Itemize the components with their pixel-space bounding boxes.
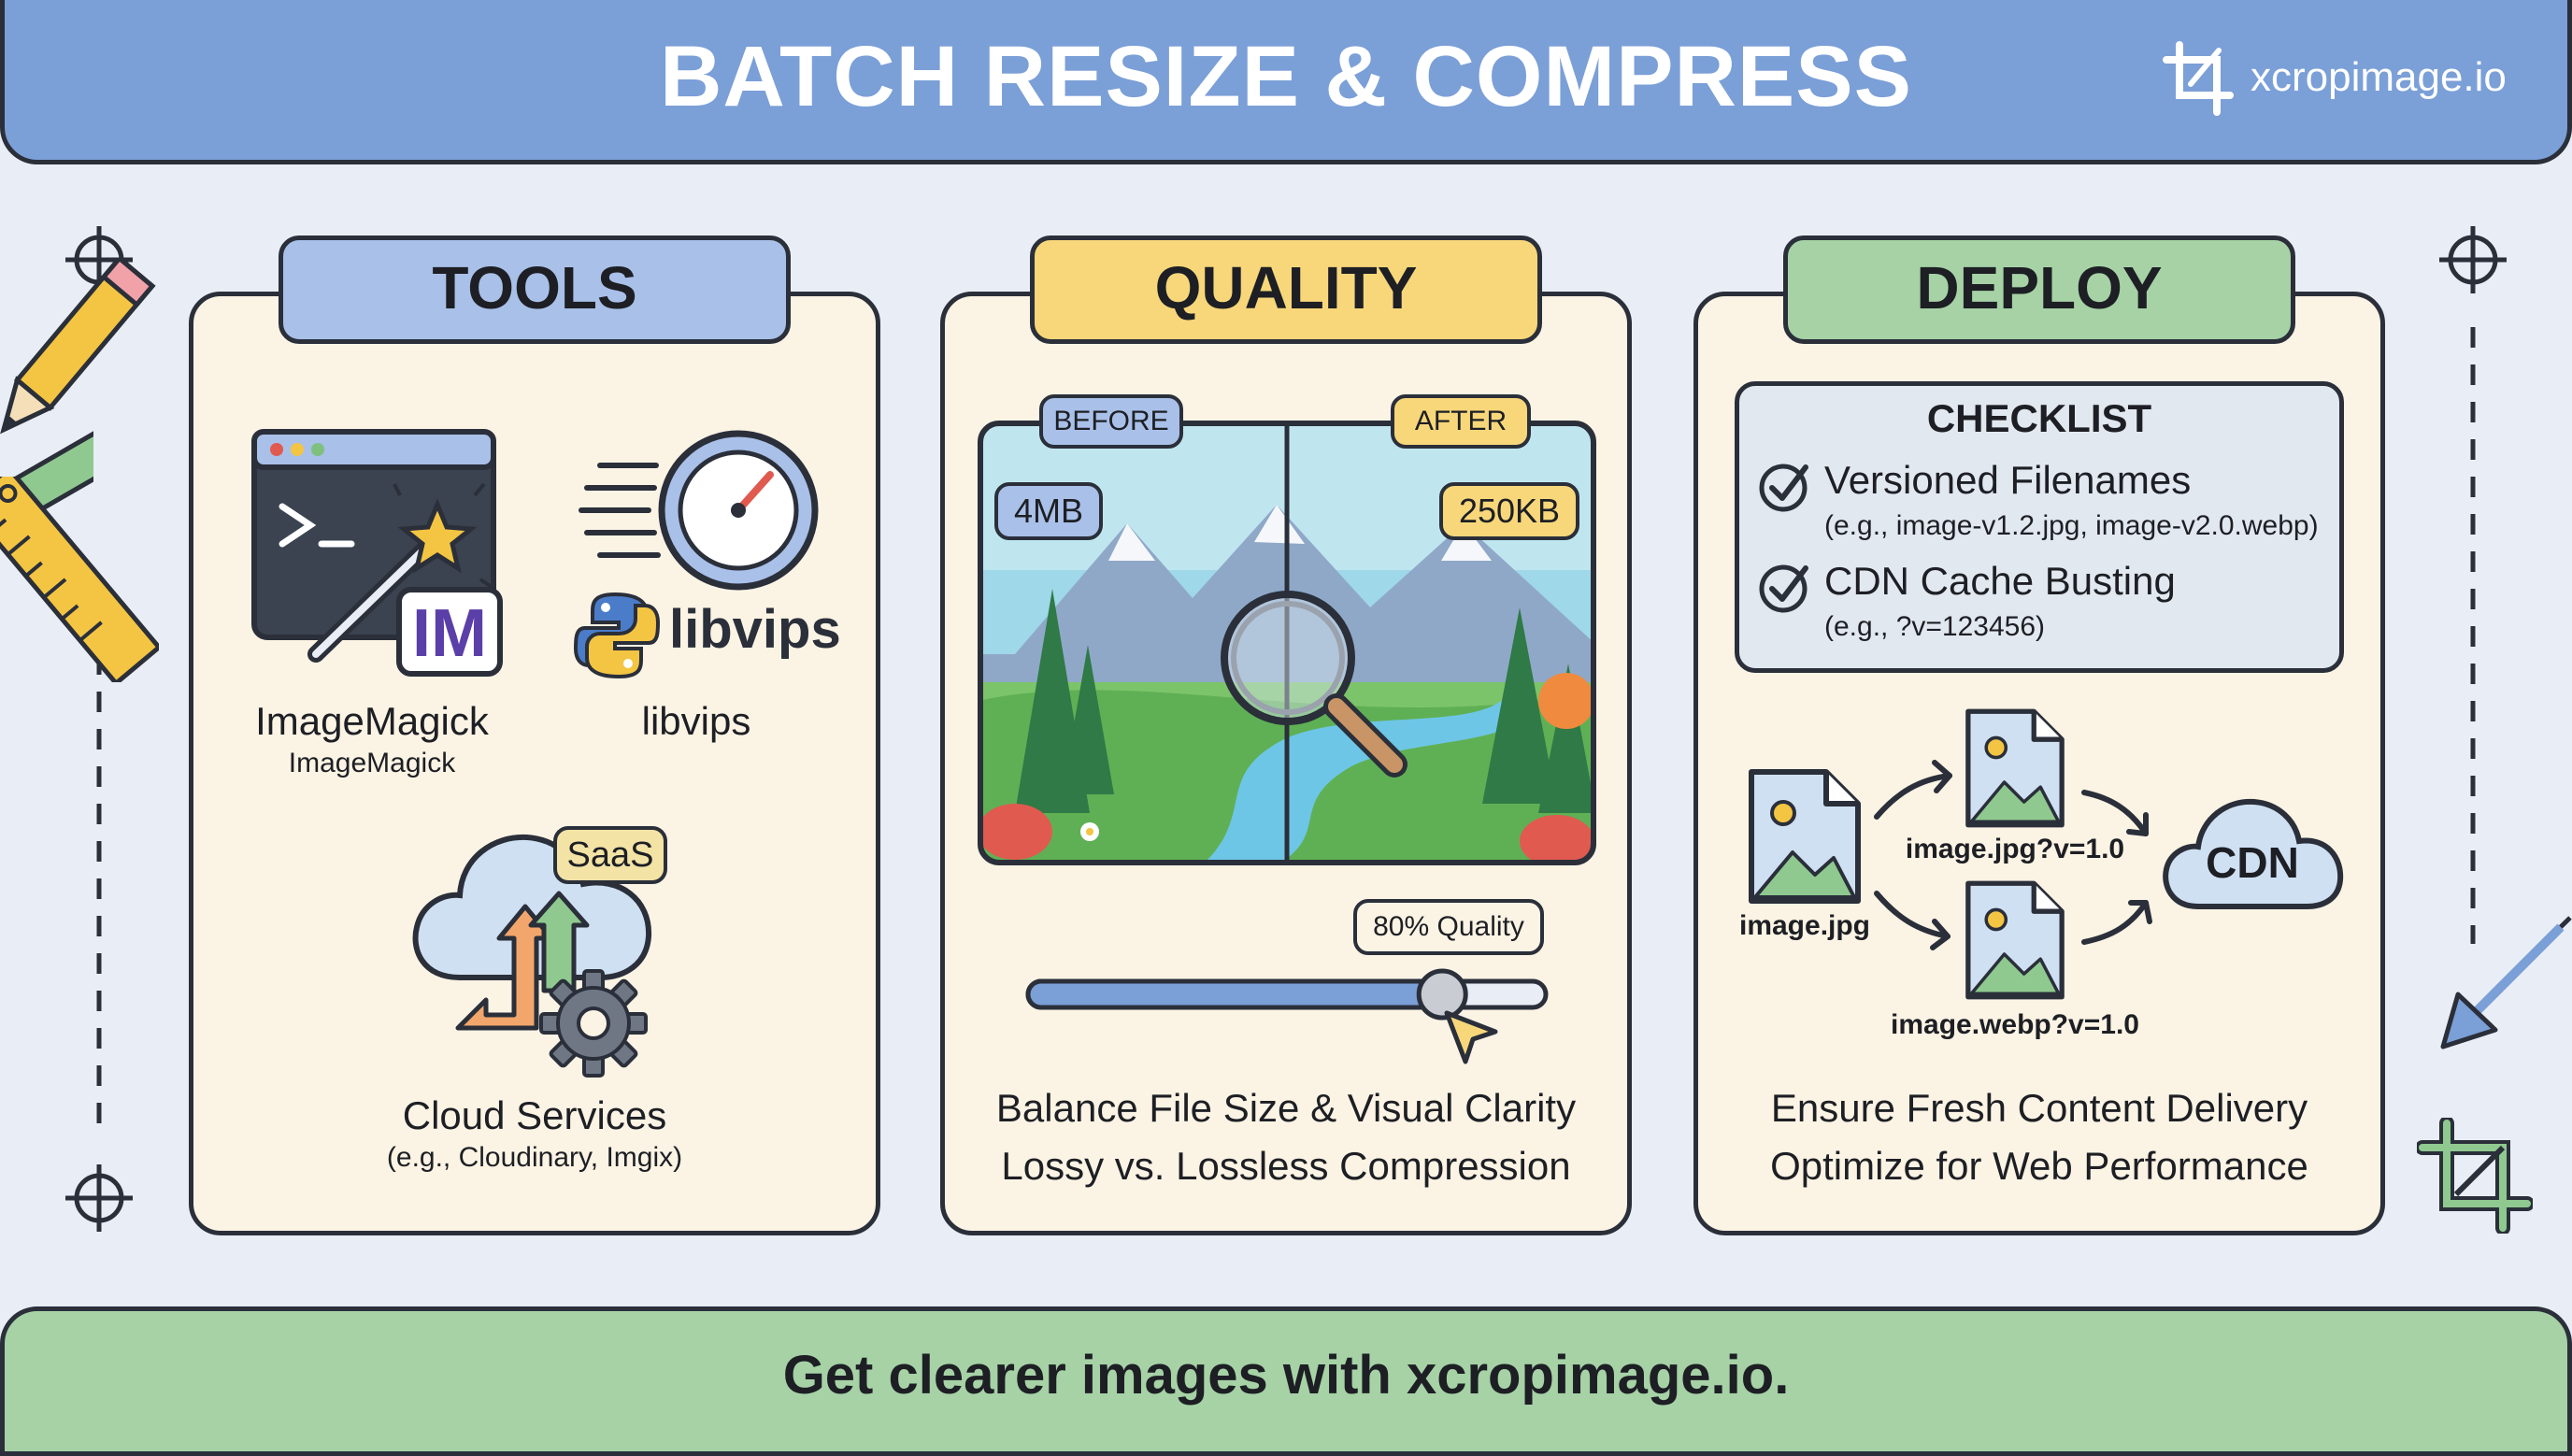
slider-knob [1416,968,1468,1021]
guide-line [96,617,102,1140]
tab-quality[interactable]: QUALITY [1030,236,1542,344]
cloud-services-label: Cloud Services [402,1093,667,1137]
saas-badge: SaaS [553,826,667,884]
imagemagick-badge: IM [396,587,503,677]
cdn-cloud-icon [2163,798,2344,909]
checklist-item-title: CDN Cache Busting [1824,559,2176,603]
header-bar [0,0,2572,164]
tab-tools[interactable]: TOOLS [279,236,791,344]
image-file-icon [1965,708,2065,828]
deploy-caption-2: Optimize for Web Performance [1770,1144,2308,1188]
magnifier-icon [1221,591,1407,778]
slider-label: 80% Quality [1353,899,1544,955]
slider-fill [1025,978,1445,1010]
cloud-icon [412,834,652,980]
jpg-file-label: image.jpg?v=1.0 [1905,834,2125,864]
image-file-icon [1749,769,1861,904]
imagemagick-label: ImageMagick [255,699,489,743]
checklist-title: CHECKLIST [1926,396,2152,440]
imagemagick-sub: ImageMagick [288,748,456,778]
crop-logo-icon [2163,41,2234,116]
checklist-item-sub: (e.g., ?v=123456) [1824,611,2046,642]
crosshair-icon [2439,226,2507,293]
webp-file-label: image.webp?v=1.0 [1891,1009,2139,1040]
libvips-label: libvips [641,699,751,743]
checklist-item-title: Versioned Filenames [1824,458,2192,502]
checklist-box [1735,381,2344,673]
image-file-icon [1965,880,2065,1000]
terminal-icon [251,429,496,640]
guide-line [2470,327,2476,944]
deploy-caption-1: Ensure Fresh Content Delivery [1770,1086,2308,1130]
libvips-logo-text: libvips [669,599,841,660]
pencil-icon [0,262,156,435]
quality-caption-2: Lossy vs. Lossless Compression [1001,1144,1571,1188]
checklist-item-sub: (e.g., image-v1.2.jpg, image-v2.0.webp) [1824,510,2319,541]
quality-caption-1: Balance File Size & Visual Clarity [995,1086,1577,1130]
footer-text[interactable]: Get clearer images with xcropimage.io. [782,1345,1790,1406]
crop-icon [2417,1118,2533,1234]
python-logo-icon [573,592,661,679]
source-file-label: image.jpg [1738,910,1871,941]
ruler-icon [0,477,159,682]
footer-bar [0,1306,2572,1456]
dashed-arrow-icon [2440,916,2572,1049]
tab-deploy[interactable]: DEPLOY [1783,236,2295,344]
flow-arrows [1874,760,2152,950]
magic-wand-icon [307,482,493,663]
cursor-arrow-icon [1444,1010,1498,1064]
cloud-services-sub: (e.g., Cloudinary, Imgix) [386,1142,683,1173]
gear-icon [539,969,648,1078]
cdn-label: CDN [2206,838,2299,887]
check-icon [1759,464,1808,512]
after-label: AFTER [1391,394,1531,449]
before-label: BEFORE [1039,394,1183,449]
after-size: 250KB [1439,482,1579,540]
crosshair-icon [65,1164,133,1232]
speedometer-icon [579,430,819,591]
check-icon [1759,564,1808,613]
page-title: BATCH RESIZE & COMPRESS [659,29,1913,124]
brand-name[interactable]: xcropimage.io [2250,54,2507,100]
upload-arrows-icon [455,891,590,1031]
quality-slider[interactable] [1021,968,1553,1062]
before-size: 4MB [994,482,1103,540]
